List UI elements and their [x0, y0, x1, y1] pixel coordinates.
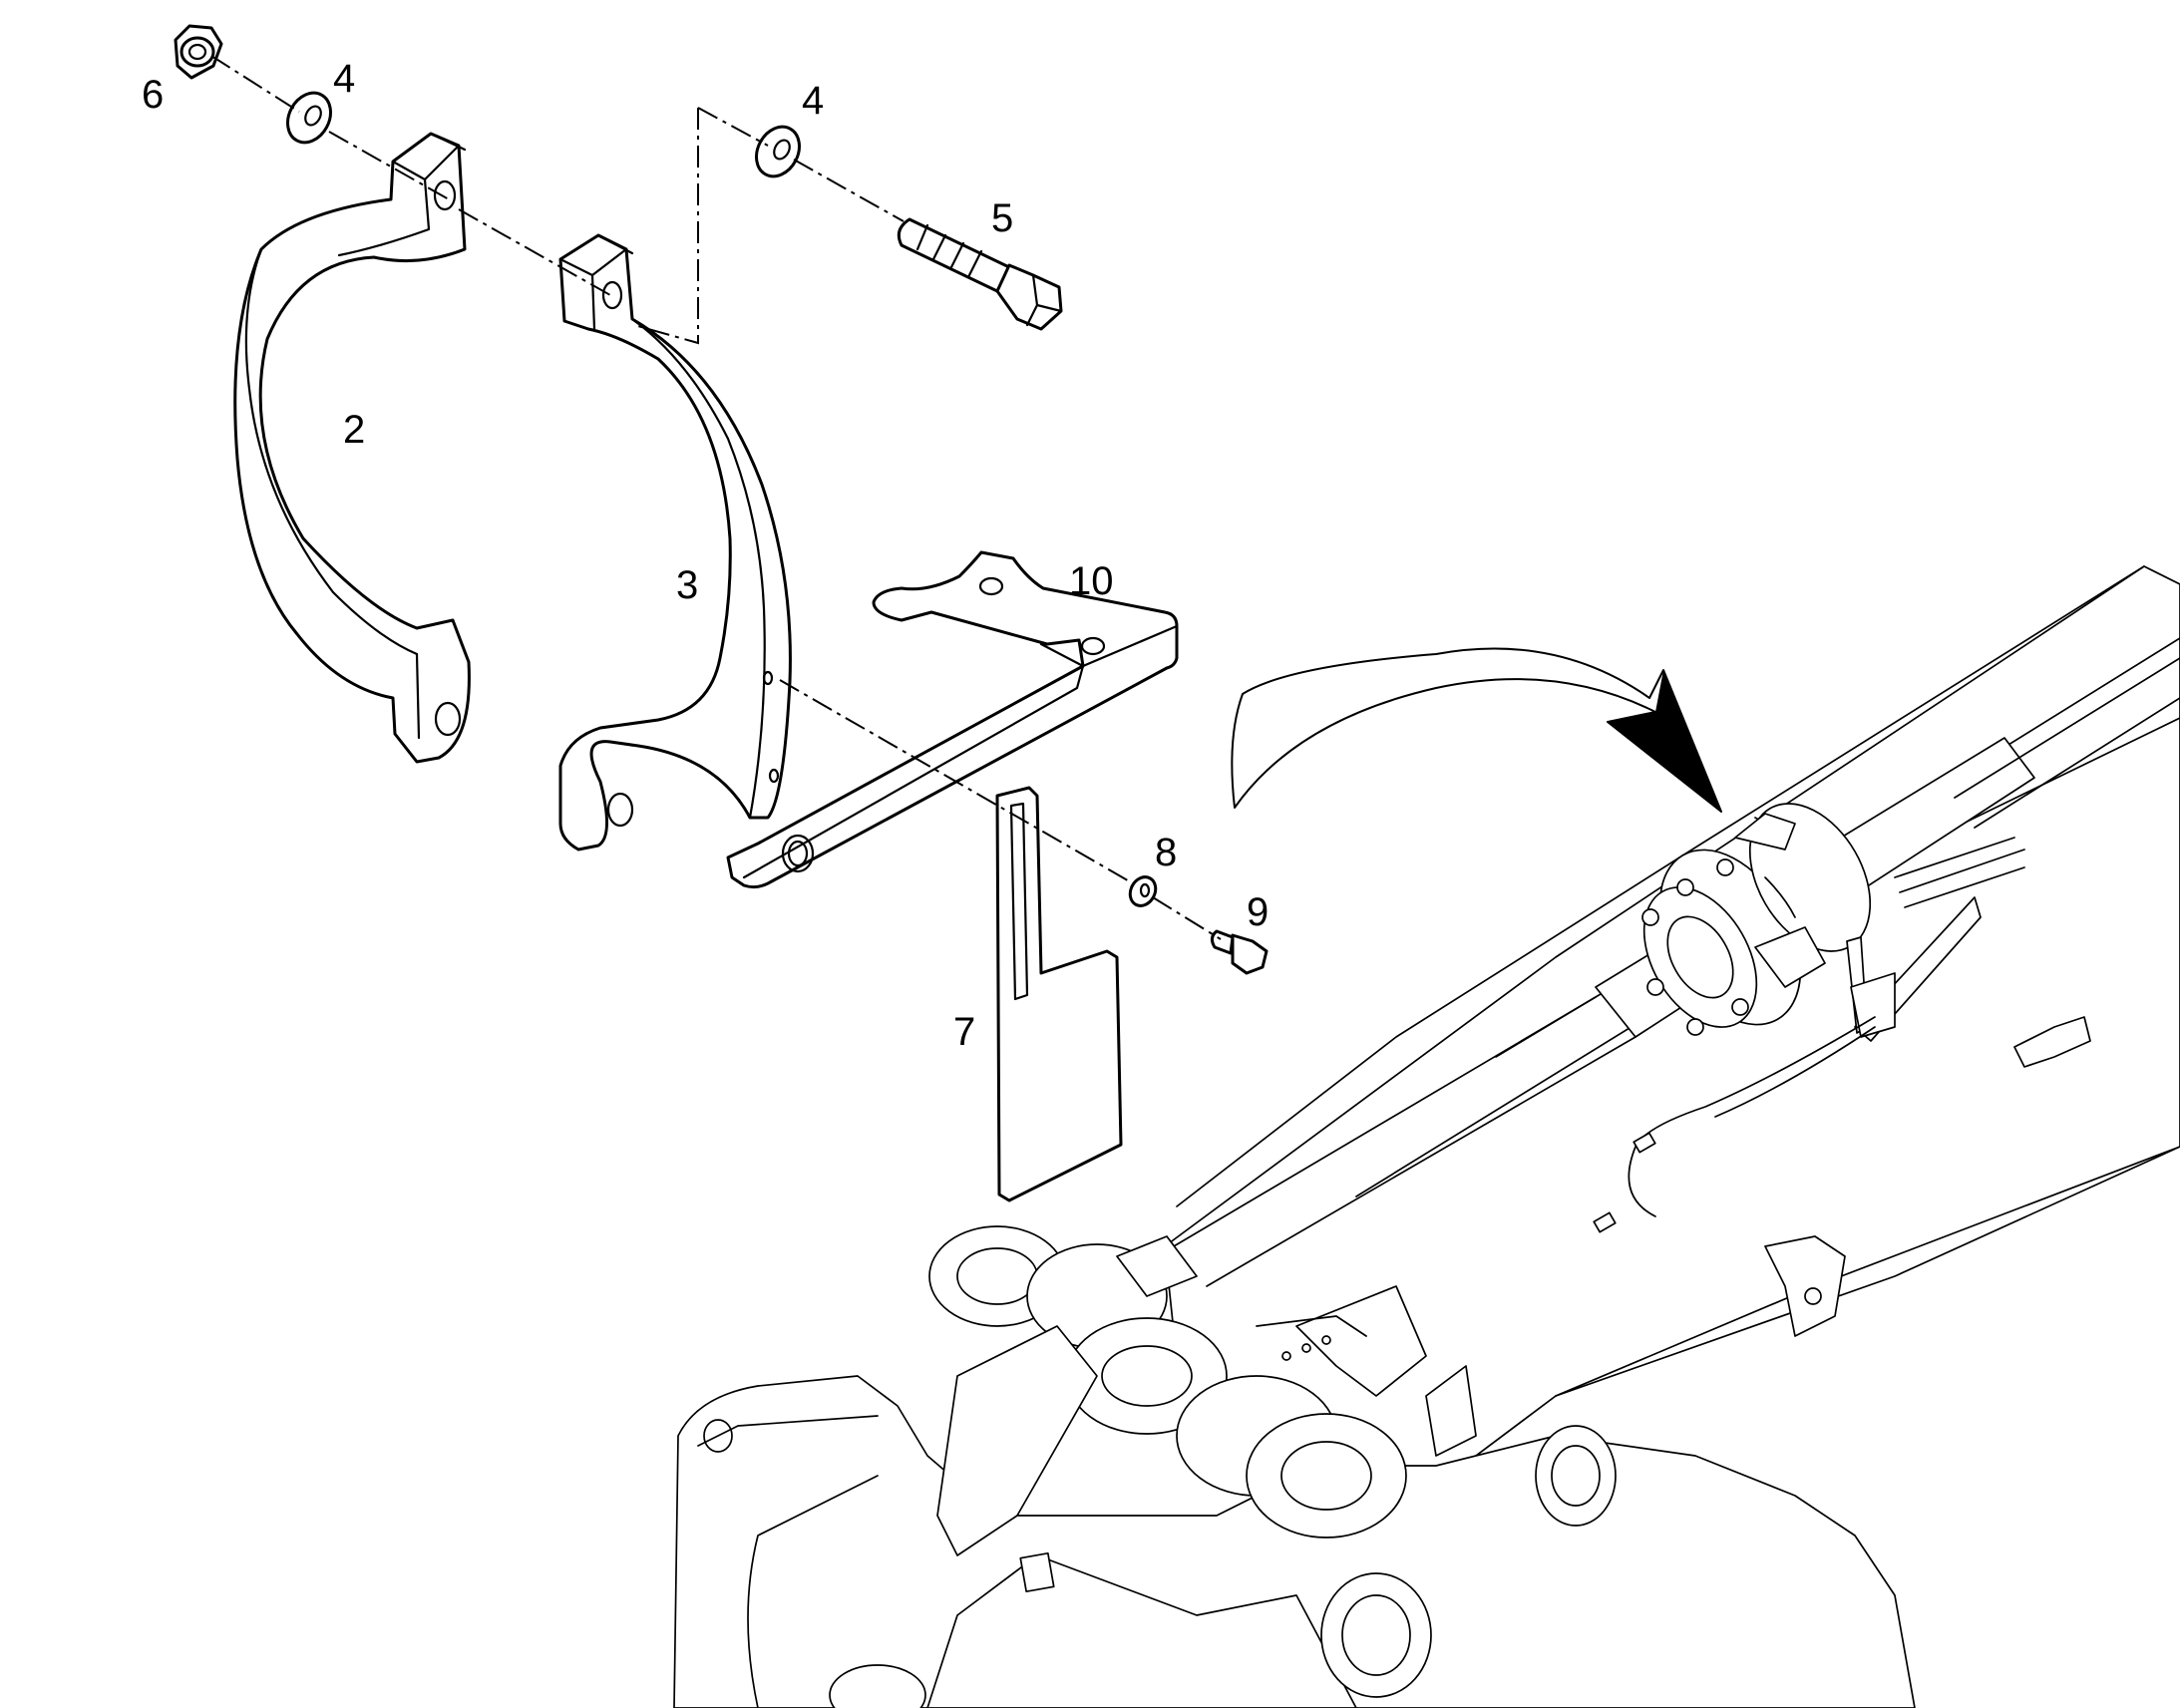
part-4-washer-right [755, 125, 801, 178]
callout-4-right: 4 [802, 79, 824, 123]
callout-5: 5 [991, 196, 1013, 240]
callout-8: 8 [1155, 831, 1177, 874]
callout-labels: 6 4 4 5 2 3 10 8 9 7 [142, 57, 1269, 1054]
callout-4-left: 4 [333, 57, 355, 101]
part-4-washer-left [286, 91, 332, 145]
part-9-bolt [1210, 929, 1269, 975]
callout-10: 10 [1069, 559, 1114, 603]
part-5-bolt [897, 217, 1063, 331]
callout-2: 2 [343, 408, 365, 452]
callout-7: 7 [953, 1010, 975, 1054]
part-7-plate [995, 786, 1123, 1202]
part-10-bracket [726, 550, 1179, 889]
part-8-washer [1128, 875, 1158, 907]
center-lines [210, 55, 1222, 940]
callout-6: 6 [142, 73, 164, 117]
callout-9: 9 [1247, 890, 1269, 934]
part-6-nut [174, 24, 223, 80]
part-3-clamp-half [558, 233, 792, 852]
callout-3: 3 [676, 563, 698, 607]
part-2-clamp-half [233, 132, 471, 764]
direction-arrow [1231, 647, 1722, 813]
machine-boom-assembly [673, 565, 2180, 1708]
